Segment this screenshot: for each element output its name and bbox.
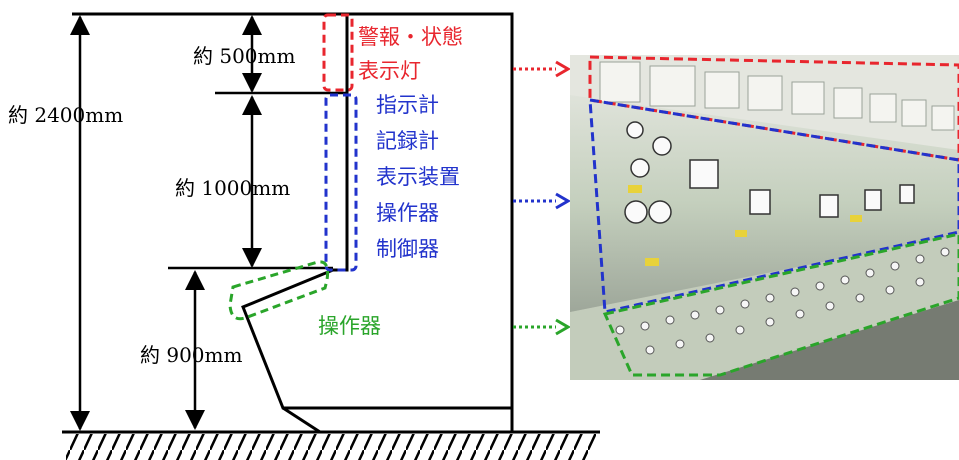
instrument-label-4: 操作器 bbox=[376, 201, 439, 225]
photo-operation-region bbox=[602, 232, 959, 377]
instrument-label-5: 制御器 bbox=[376, 237, 439, 261]
instrument-label-1: 指示計 bbox=[376, 93, 439, 117]
ground bbox=[62, 430, 600, 460]
panel-cross-section bbox=[72, 12, 514, 434]
instrument-zone-outline bbox=[324, 93, 358, 272]
dimension-lower-label: 約 900mm bbox=[140, 343, 242, 367]
operation-connector-arrow bbox=[513, 318, 571, 336]
alarm-zone-outline bbox=[322, 13, 354, 92]
operation-zone-outline bbox=[228, 260, 330, 321]
dimension-lines bbox=[70, 14, 347, 431]
photo-alarm-region bbox=[588, 55, 959, 162]
operation-label: 操作器 bbox=[318, 314, 381, 338]
alarm-label-line2: 表示灯 bbox=[358, 59, 421, 83]
instrument-label-3: 表示装置 bbox=[376, 165, 460, 189]
dimension-middle-label: 約 1000mm bbox=[175, 176, 290, 200]
control-room-photo bbox=[570, 55, 959, 380]
instrument-label-2: 記録計 bbox=[376, 129, 439, 153]
dimension-top-label: 約 500mm bbox=[193, 44, 295, 68]
alarm-connector-arrow bbox=[513, 60, 571, 78]
instrument-connector-arrow bbox=[513, 192, 571, 210]
dimension-total-label: 約 2400mm bbox=[8, 103, 123, 127]
alarm-label-line1: 警報・状態 bbox=[358, 25, 463, 49]
